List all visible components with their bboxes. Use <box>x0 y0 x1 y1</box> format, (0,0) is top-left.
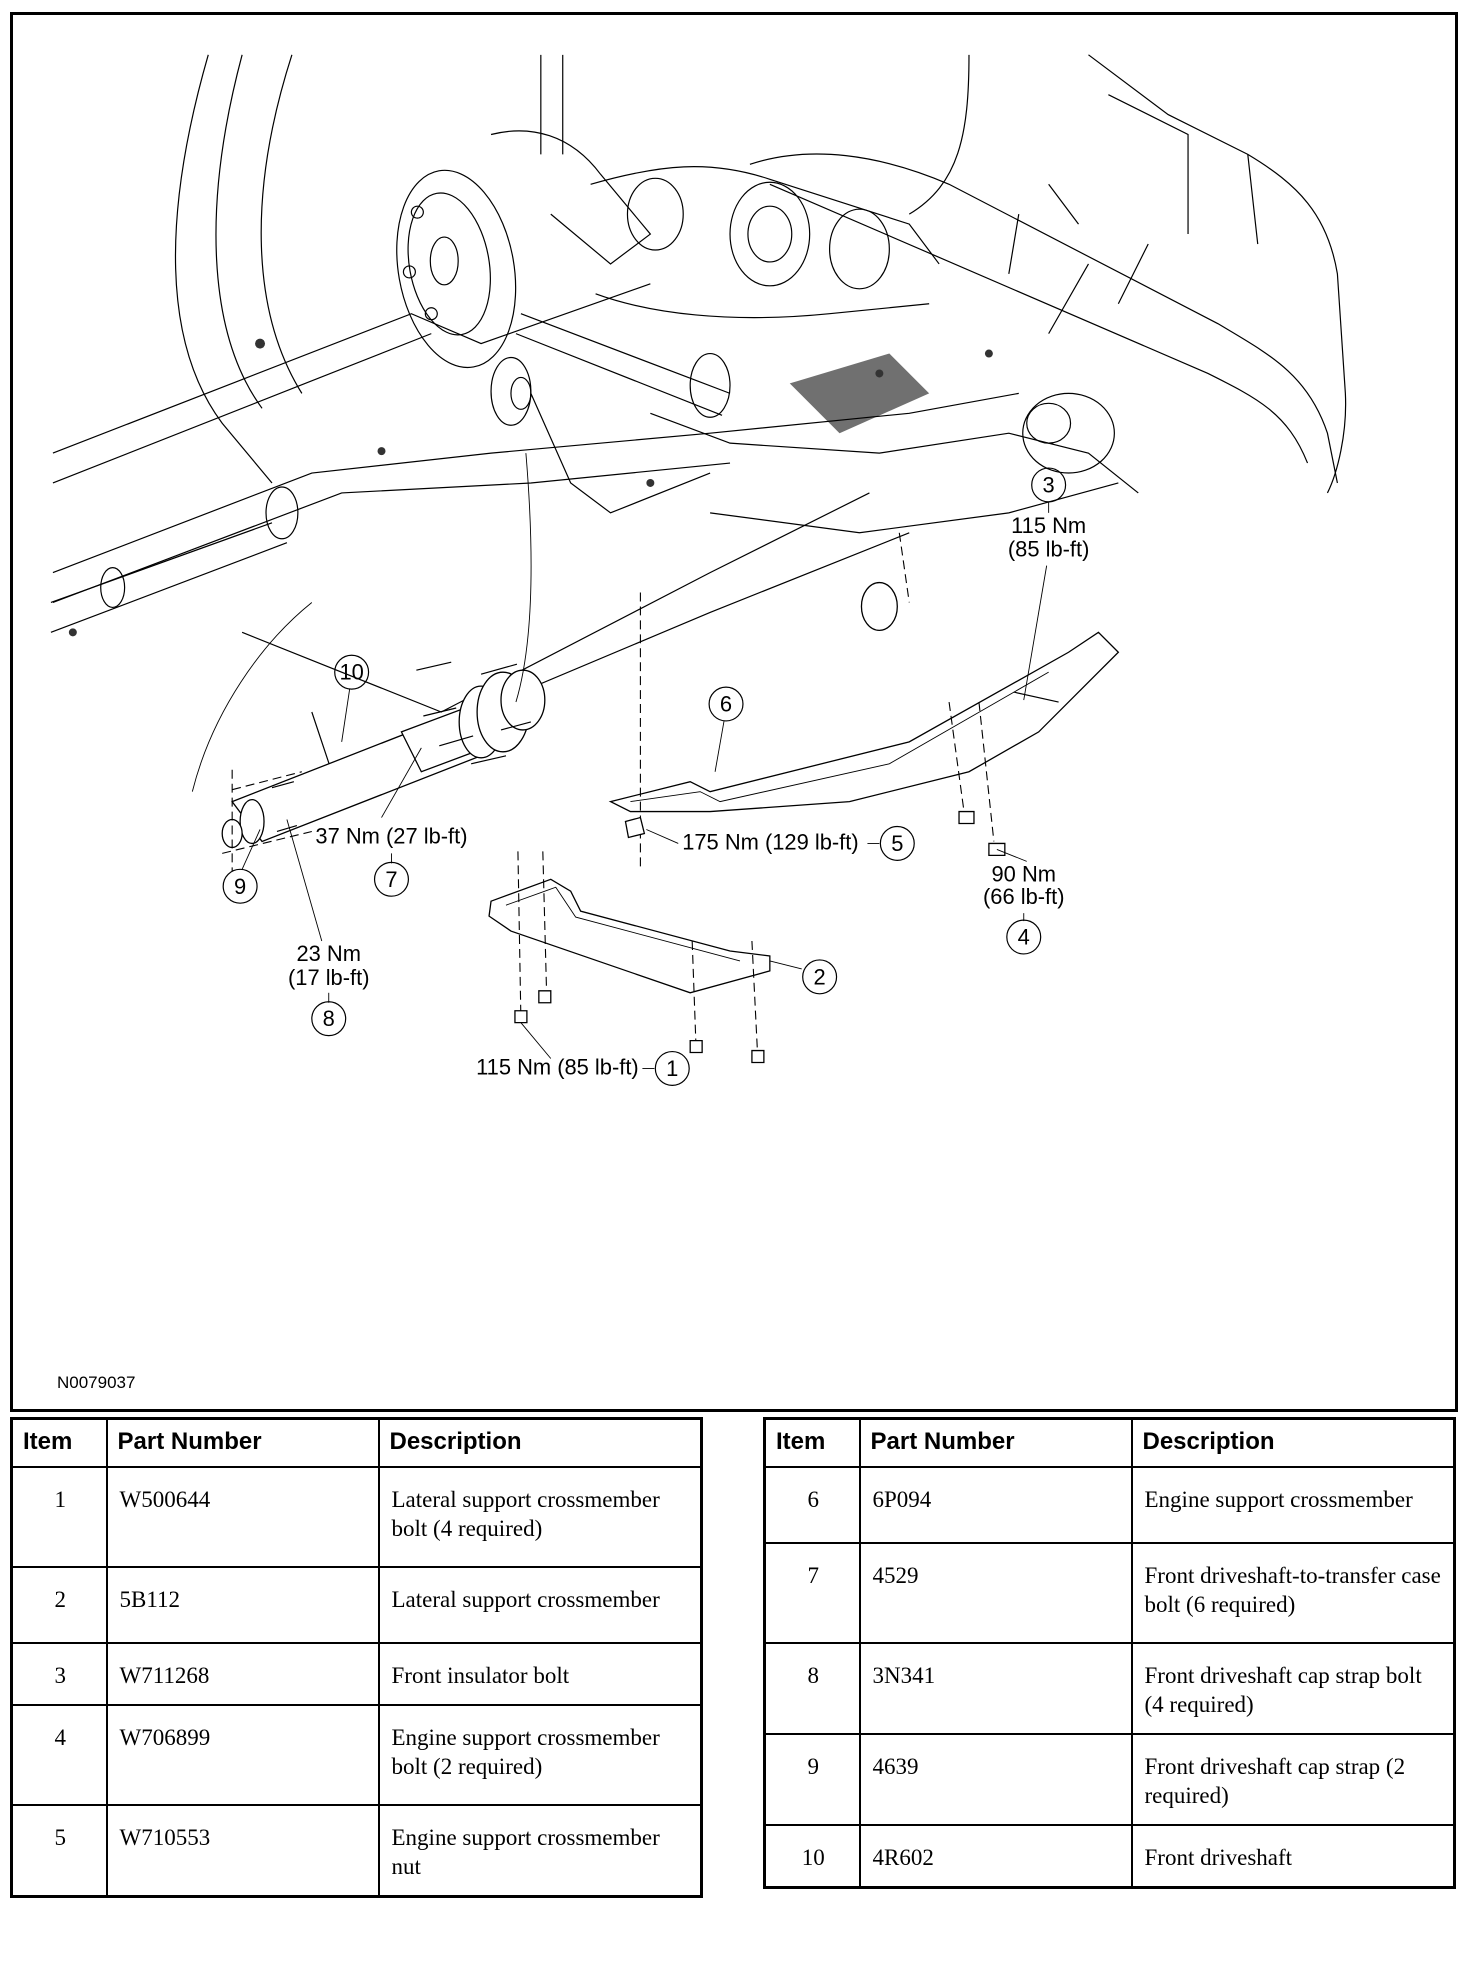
description-cell: Engine support crossmember <box>1130 1466 1456 1544</box>
callout-8-torque-nm: 23 Nm <box>297 941 361 966</box>
callout-7-number: 7 <box>385 867 397 892</box>
callout-4-torque-lbft: (66 lb-ft) <box>983 884 1065 909</box>
column-header-item: Item <box>763 1417 861 1468</box>
part-number-cell: W706899 <box>105 1704 380 1806</box>
description-cell: Front driveshaft-to-transfer case bolt (… <box>1130 1542 1456 1644</box>
item-cell: 1 <box>10 1466 108 1568</box>
table-row: 4 W706899 Engine support crossmember bol… <box>10 1704 703 1806</box>
table-row: 8 3N341 Front driveshaft cap strap bolt … <box>763 1642 1456 1735</box>
description-cell: Front driveshaft <box>1130 1824 1456 1889</box>
callout-5-torque: 175 Nm (129 lb-ft) <box>682 829 858 854</box>
callout-4: 90 Nm (66 lb-ft) 4 <box>983 848 1065 955</box>
description-cell: Lateral support crossmember bolt (4 requ… <box>377 1466 703 1568</box>
table-header-row: Item Part Number Description <box>763 1417 1456 1468</box>
diagram-illustration: 3 115 Nm (85 lb-ft) 10 6 37 Nm (27 lb-ft… <box>50 54 1347 1086</box>
part-number-cell: 6P094 <box>858 1466 1133 1544</box>
callout-1-torque: 115 Nm (85 lb-ft) <box>476 1054 639 1079</box>
callout-8: 23 Nm (17 lb-ft) 8 <box>286 819 370 1037</box>
table-row: 1 W500644 Lateral support crossmember bo… <box>10 1466 703 1568</box>
vehicle-underbody-drawing <box>50 54 1347 773</box>
item-cell: 3 <box>10 1642 108 1706</box>
column-header-part-number: Part Number <box>858 1417 1133 1468</box>
column-header-description: Description <box>1130 1417 1456 1468</box>
part-number-cell: 4529 <box>858 1542 1133 1644</box>
callout-6-number: 6 <box>720 692 732 717</box>
callout-3-torque-nm: 115 Nm <box>1011 513 1086 538</box>
callout-2: 2 <box>769 959 838 995</box>
callout-5-number: 5 <box>891 831 903 856</box>
part-number-cell: 4639 <box>858 1733 1133 1826</box>
item-cell: 6 <box>763 1466 861 1544</box>
callout-1-number: 1 <box>666 1056 678 1081</box>
part-number-cell: 5B112 <box>105 1566 380 1644</box>
callout-6: 6 <box>708 686 744 772</box>
parts-table-left: Item Part Number Description 1 W500644 L… <box>10 1417 703 1898</box>
exploded-view-diagram: 3 115 Nm (85 lb-ft) 10 6 37 Nm (27 lb-ft… <box>10 12 1458 1412</box>
item-cell: 9 <box>763 1733 861 1826</box>
callout-3: 3 115 Nm (85 lb-ft) <box>1008 467 1090 701</box>
table-row: 3 W711268 Front insulator bolt <box>10 1642 703 1706</box>
part-number-cell: 3N341 <box>858 1642 1133 1735</box>
callout-3-torque-lbft: (85 lb-ft) <box>1008 537 1090 562</box>
column-header-part-number: Part Number <box>105 1417 380 1468</box>
front-driveshaft-drawing <box>191 453 546 872</box>
column-header-description: Description <box>377 1417 703 1468</box>
item-cell: 2 <box>10 1566 108 1644</box>
description-cell: Engine support crossmember bolt (2 requi… <box>377 1704 703 1806</box>
callout-1: 115 Nm (85 lb-ft) 1 <box>476 1022 690 1086</box>
callout-9-number: 9 <box>234 874 246 899</box>
item-cell: 10 <box>763 1824 861 1889</box>
item-cell: 7 <box>763 1542 861 1644</box>
table-row: 6 6P094 Engine support crossmember <box>763 1466 1456 1544</box>
callout-8-torque-lbft: (17 lb-ft) <box>288 965 370 990</box>
part-number-cell: W710553 <box>105 1804 380 1898</box>
parts-table-right: Item Part Number Description 6 6P094 Eng… <box>763 1417 1456 1889</box>
callout-10: 10 <box>334 654 370 742</box>
table-row: 2 5B112 Lateral support crossmember <box>10 1566 703 1644</box>
description-cell: Lateral support crossmember <box>377 1566 703 1644</box>
callout-4-torque-nm: 90 Nm <box>992 861 1056 886</box>
callout-4-number: 4 <box>1018 925 1030 950</box>
description-cell: Engine support crossmember nut <box>377 1804 703 1898</box>
lateral-support-crossmember-drawing <box>488 851 771 1064</box>
description-cell: Front driveshaft cap strap (2 required) <box>1130 1733 1456 1826</box>
part-number-cell: 4R602 <box>858 1824 1133 1889</box>
callout-5: 175 Nm (129 lb-ft) 5 <box>646 825 915 861</box>
callout-7: 37 Nm (27 lb-ft) 7 <box>315 747 468 897</box>
table-row: 7 4529 Front driveshaft-to-transfer case… <box>763 1542 1456 1644</box>
callout-10-number: 10 <box>339 660 363 685</box>
description-cell: Front driveshaft cap strap bolt (4 requi… <box>1130 1642 1456 1735</box>
callout-2-number: 2 <box>814 964 826 989</box>
engine-support-crossmember-drawing <box>608 532 1120 872</box>
item-cell: 8 <box>763 1642 861 1735</box>
table-row: 9 4639 Front driveshaft cap strap (2 req… <box>763 1733 1456 1826</box>
drawing-id: N0079037 <box>57 1373 136 1392</box>
column-header-item: Item <box>10 1417 108 1468</box>
item-cell: 5 <box>10 1804 108 1898</box>
callout-3-number: 3 <box>1043 472 1055 497</box>
callout-8-number: 8 <box>323 1006 335 1031</box>
table-row: 10 4R602 Front driveshaft <box>763 1824 1456 1889</box>
description-cell: Front insulator bolt <box>377 1642 703 1706</box>
callout-7-torque: 37 Nm (27 lb-ft) <box>315 823 467 848</box>
callout-9: 9 <box>222 829 261 904</box>
table-header-row: Item Part Number Description <box>10 1417 703 1468</box>
part-number-cell: W500644 <box>105 1466 380 1568</box>
part-number-cell: W711268 <box>105 1642 380 1706</box>
item-cell: 4 <box>10 1704 108 1806</box>
table-row: 5 W710553 Engine support crossmember nut <box>10 1804 703 1898</box>
